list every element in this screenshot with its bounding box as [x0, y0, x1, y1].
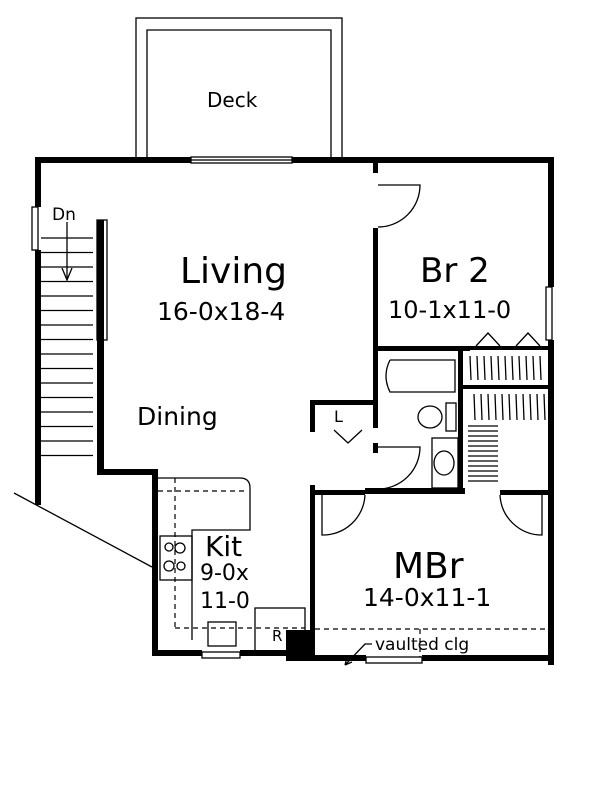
vaulted-ceiling-label: vaulted clg — [375, 635, 469, 655]
closet-hatch — [525, 355, 528, 381]
deck-label: Deck — [207, 88, 258, 112]
closet-hatch — [504, 355, 507, 381]
kitchen-size-line2: 11-0 — [200, 589, 250, 614]
closet-hatch — [473, 393, 476, 421]
closet-hatch — [490, 355, 493, 381]
kitchen-fixtures: R — [158, 477, 306, 653]
closet-hatch — [508, 393, 511, 421]
laundry-label: L — [334, 407, 343, 426]
refrigerator-icon — [254, 607, 306, 653]
closet-hatch — [501, 393, 504, 421]
doors — [321, 184, 543, 536]
windows — [31, 156, 553, 664]
sink-icon — [207, 621, 237, 647]
interior-walls — [310, 163, 550, 660]
dining-label: Dining — [137, 402, 218, 431]
sink-icon — [433, 450, 455, 476]
br2-size: 10-1x11-0 — [388, 296, 511, 324]
closet-hatch — [529, 393, 532, 421]
mbr-label: MBr — [393, 546, 464, 587]
stove-icon — [159, 535, 193, 581]
closet-hatch — [469, 355, 472, 381]
mbr-size: 14-0x11-1 — [363, 583, 491, 612]
closet-hatch — [515, 393, 518, 421]
closet-hatch — [476, 355, 479, 381]
kitchen-label: Kit — [205, 530, 242, 563]
closet-hatch — [497, 355, 500, 381]
living-label: Living — [180, 251, 287, 292]
closet-hatch — [522, 393, 525, 421]
refrigerator-label: R — [272, 627, 282, 645]
closet-hatch — [487, 393, 490, 421]
closet-hatch — [483, 355, 486, 381]
kitchen-size-line1: 9-0x — [200, 561, 249, 586]
toilet-icon — [417, 405, 443, 429]
closet-hatch — [494, 393, 497, 421]
deck — [135, 17, 343, 161]
bath-fixtures — [385, 355, 546, 489]
closet-hatch — [539, 355, 542, 381]
exterior-walls — [35, 157, 554, 665]
vaulted-ceiling: vaulted clg — [315, 628, 548, 666]
closet-hatch — [511, 355, 514, 381]
closet-hatch — [536, 393, 539, 421]
closet-hatch — [518, 355, 521, 381]
stairs-label: Dn — [52, 205, 76, 225]
closet-hatch — [532, 355, 535, 381]
br2-label: Br 2 — [420, 251, 490, 291]
closet-hatch — [543, 393, 546, 421]
closet-hatch — [480, 393, 483, 421]
living-size: 16-0x18-4 — [157, 297, 285, 326]
stairs: Dn — [13, 205, 153, 568]
bathtub-icon — [385, 359, 456, 393]
